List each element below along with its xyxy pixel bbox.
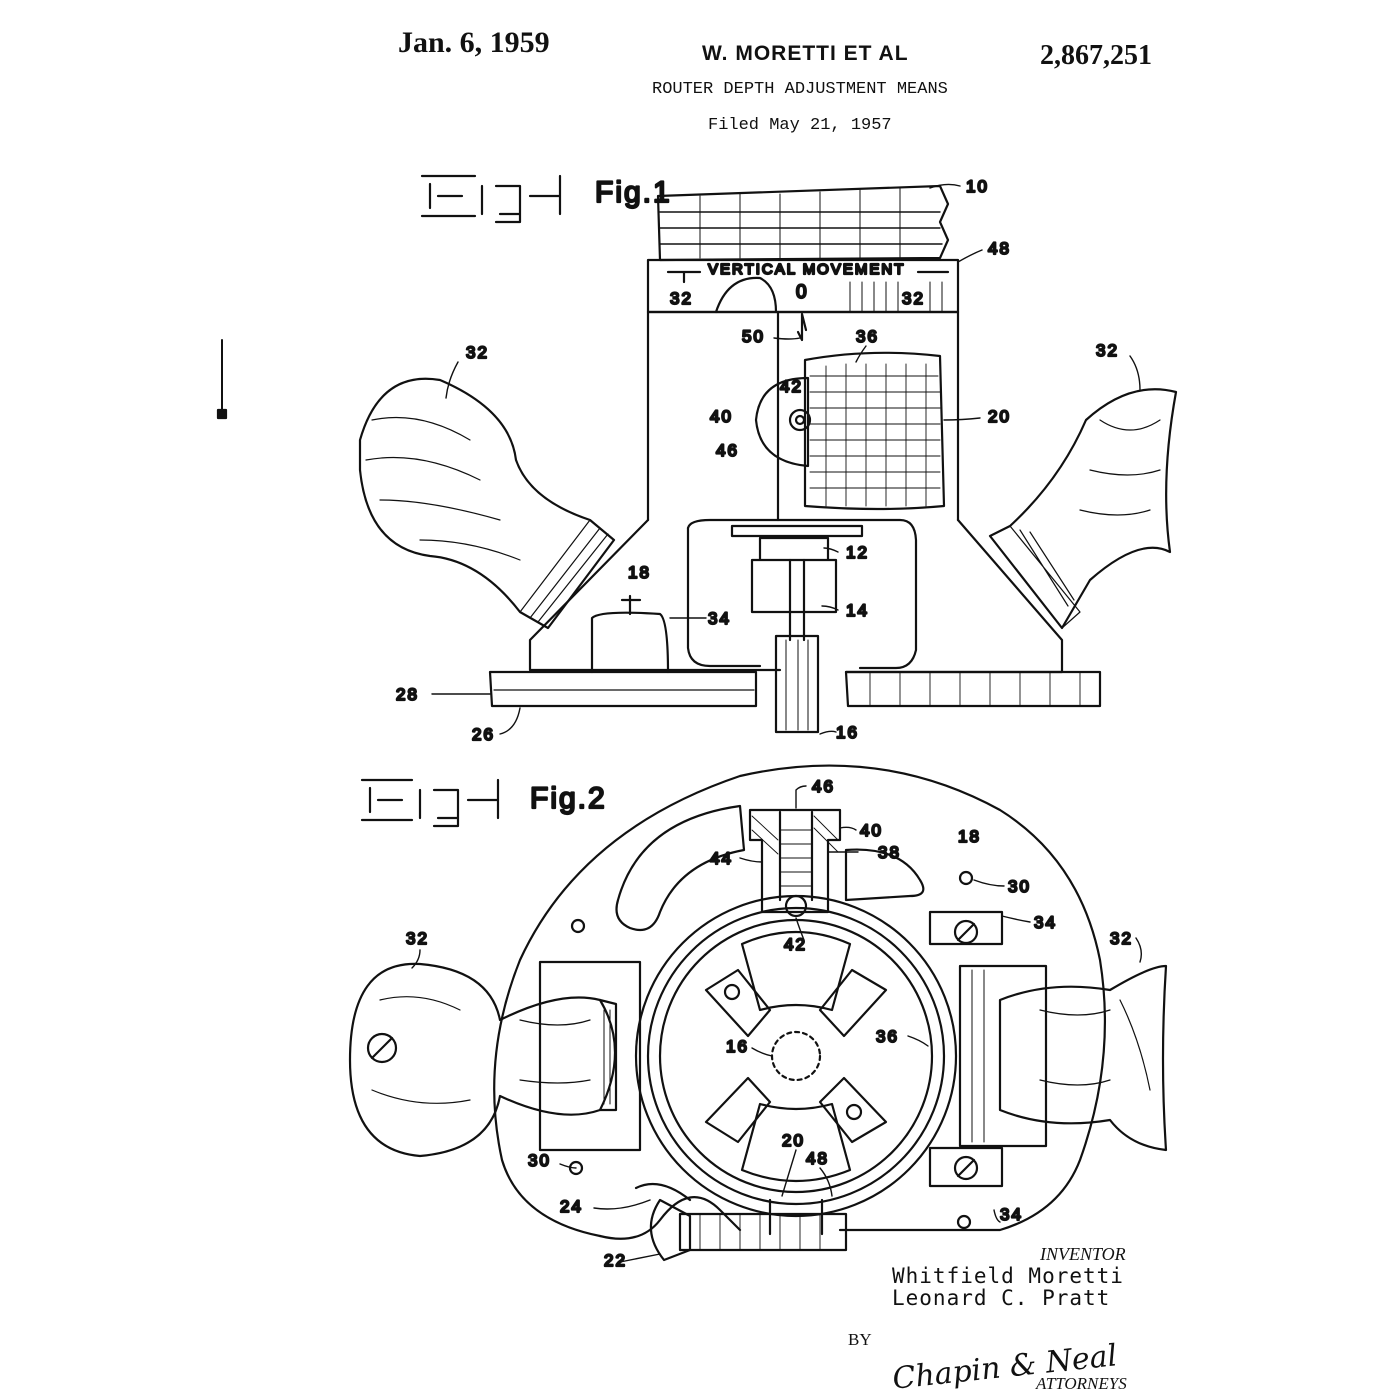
- ref-20: 20: [782, 1131, 805, 1150]
- ref-30: 30: [528, 1151, 551, 1170]
- ref-20: 20: [988, 407, 1011, 426]
- ref-48: 48: [988, 239, 1011, 258]
- ref-34: 34: [1034, 913, 1057, 932]
- ref-28: 28: [396, 685, 419, 704]
- ref-44: 44: [710, 849, 733, 868]
- left-handle: [358, 377, 616, 630]
- ref-32: 32: [406, 929, 429, 948]
- patent-inventor-short: W. MORETTI ET AL: [702, 42, 909, 65]
- ref-14: 14: [846, 601, 869, 620]
- ref-42: 42: [784, 935, 807, 954]
- fig2-left-knob: [348, 962, 618, 1158]
- ref-16: 16: [836, 723, 859, 742]
- ref-46: 46: [716, 441, 739, 460]
- patent-number: 2,867,251: [1040, 40, 1152, 71]
- ref-22: 22: [604, 1251, 627, 1270]
- fig2-caption: Fig.2: [530, 782, 607, 815]
- ref-32: 32: [466, 343, 489, 362]
- ref-32: 32: [1096, 341, 1119, 360]
- fig2-base: [493, 764, 1106, 1240]
- inventor-label: INVENTOR: [1040, 1244, 1126, 1264]
- ref-40: 40: [860, 821, 883, 840]
- attorneys-label: ATTORNEYS: [1036, 1374, 1127, 1393]
- patent-date: Jan. 6, 1959: [398, 26, 550, 59]
- ref-10: 10: [966, 177, 989, 196]
- fig1-caption: Fig.1: [595, 176, 672, 209]
- fig2-center-ring: [568, 870, 974, 1236]
- ref-18: 18: [628, 563, 651, 582]
- ref-34: 34: [1000, 1205, 1023, 1224]
- ref-46: 46: [812, 777, 835, 796]
- scale-caption: VERTICAL MOVEMENT: [708, 261, 905, 278]
- motor-housing: [656, 184, 950, 262]
- patent-title: ROUTER DEPTH ADJUSTMENT MEANS: [652, 80, 948, 99]
- scale-zero: 0: [796, 282, 809, 303]
- ref-36: 36: [856, 327, 879, 346]
- ref-40: 40: [710, 407, 733, 426]
- filing-date: Filed May 21, 1957: [708, 116, 892, 135]
- ref-50: 50: [742, 327, 765, 346]
- ref-42: 42: [780, 377, 803, 396]
- ref-24: 24: [560, 1197, 583, 1216]
- ref-12: 12: [846, 543, 869, 562]
- ref-26: 26: [472, 725, 495, 744]
- ref-16: 16: [726, 1037, 749, 1056]
- scale-right-value: 32: [902, 289, 925, 308]
- fig2-label: Fig.2: [360, 778, 607, 828]
- inventor-name-2: Leonard C. Pratt: [892, 1286, 1111, 1310]
- by-label: BY: [848, 1330, 872, 1349]
- fig1-label: Fig.1: [420, 174, 672, 224]
- ref-34: 34: [708, 609, 731, 628]
- fig2-right-knob: [958, 964, 1168, 1152]
- fig1-leaders: [431, 183, 1141, 735]
- router-body: [646, 310, 960, 522]
- margin-dot: [216, 408, 228, 420]
- inventor-name-1: Whitfield Moretti: [892, 1264, 1124, 1288]
- right-handle: [988, 388, 1178, 630]
- ref-30: 30: [1008, 877, 1031, 896]
- ref-36: 36: [876, 1027, 899, 1046]
- scale-left-value: 32: [670, 289, 693, 308]
- fig2-clamp-screw: [634, 1182, 848, 1262]
- ref-32: 32: [1110, 929, 1133, 948]
- ref-48: 48: [806, 1149, 829, 1168]
- fig2-leaders: [411, 785, 1143, 1263]
- router-base: [488, 518, 1102, 734]
- ref-38: 38: [878, 843, 901, 862]
- ref-18: 18: [958, 827, 981, 846]
